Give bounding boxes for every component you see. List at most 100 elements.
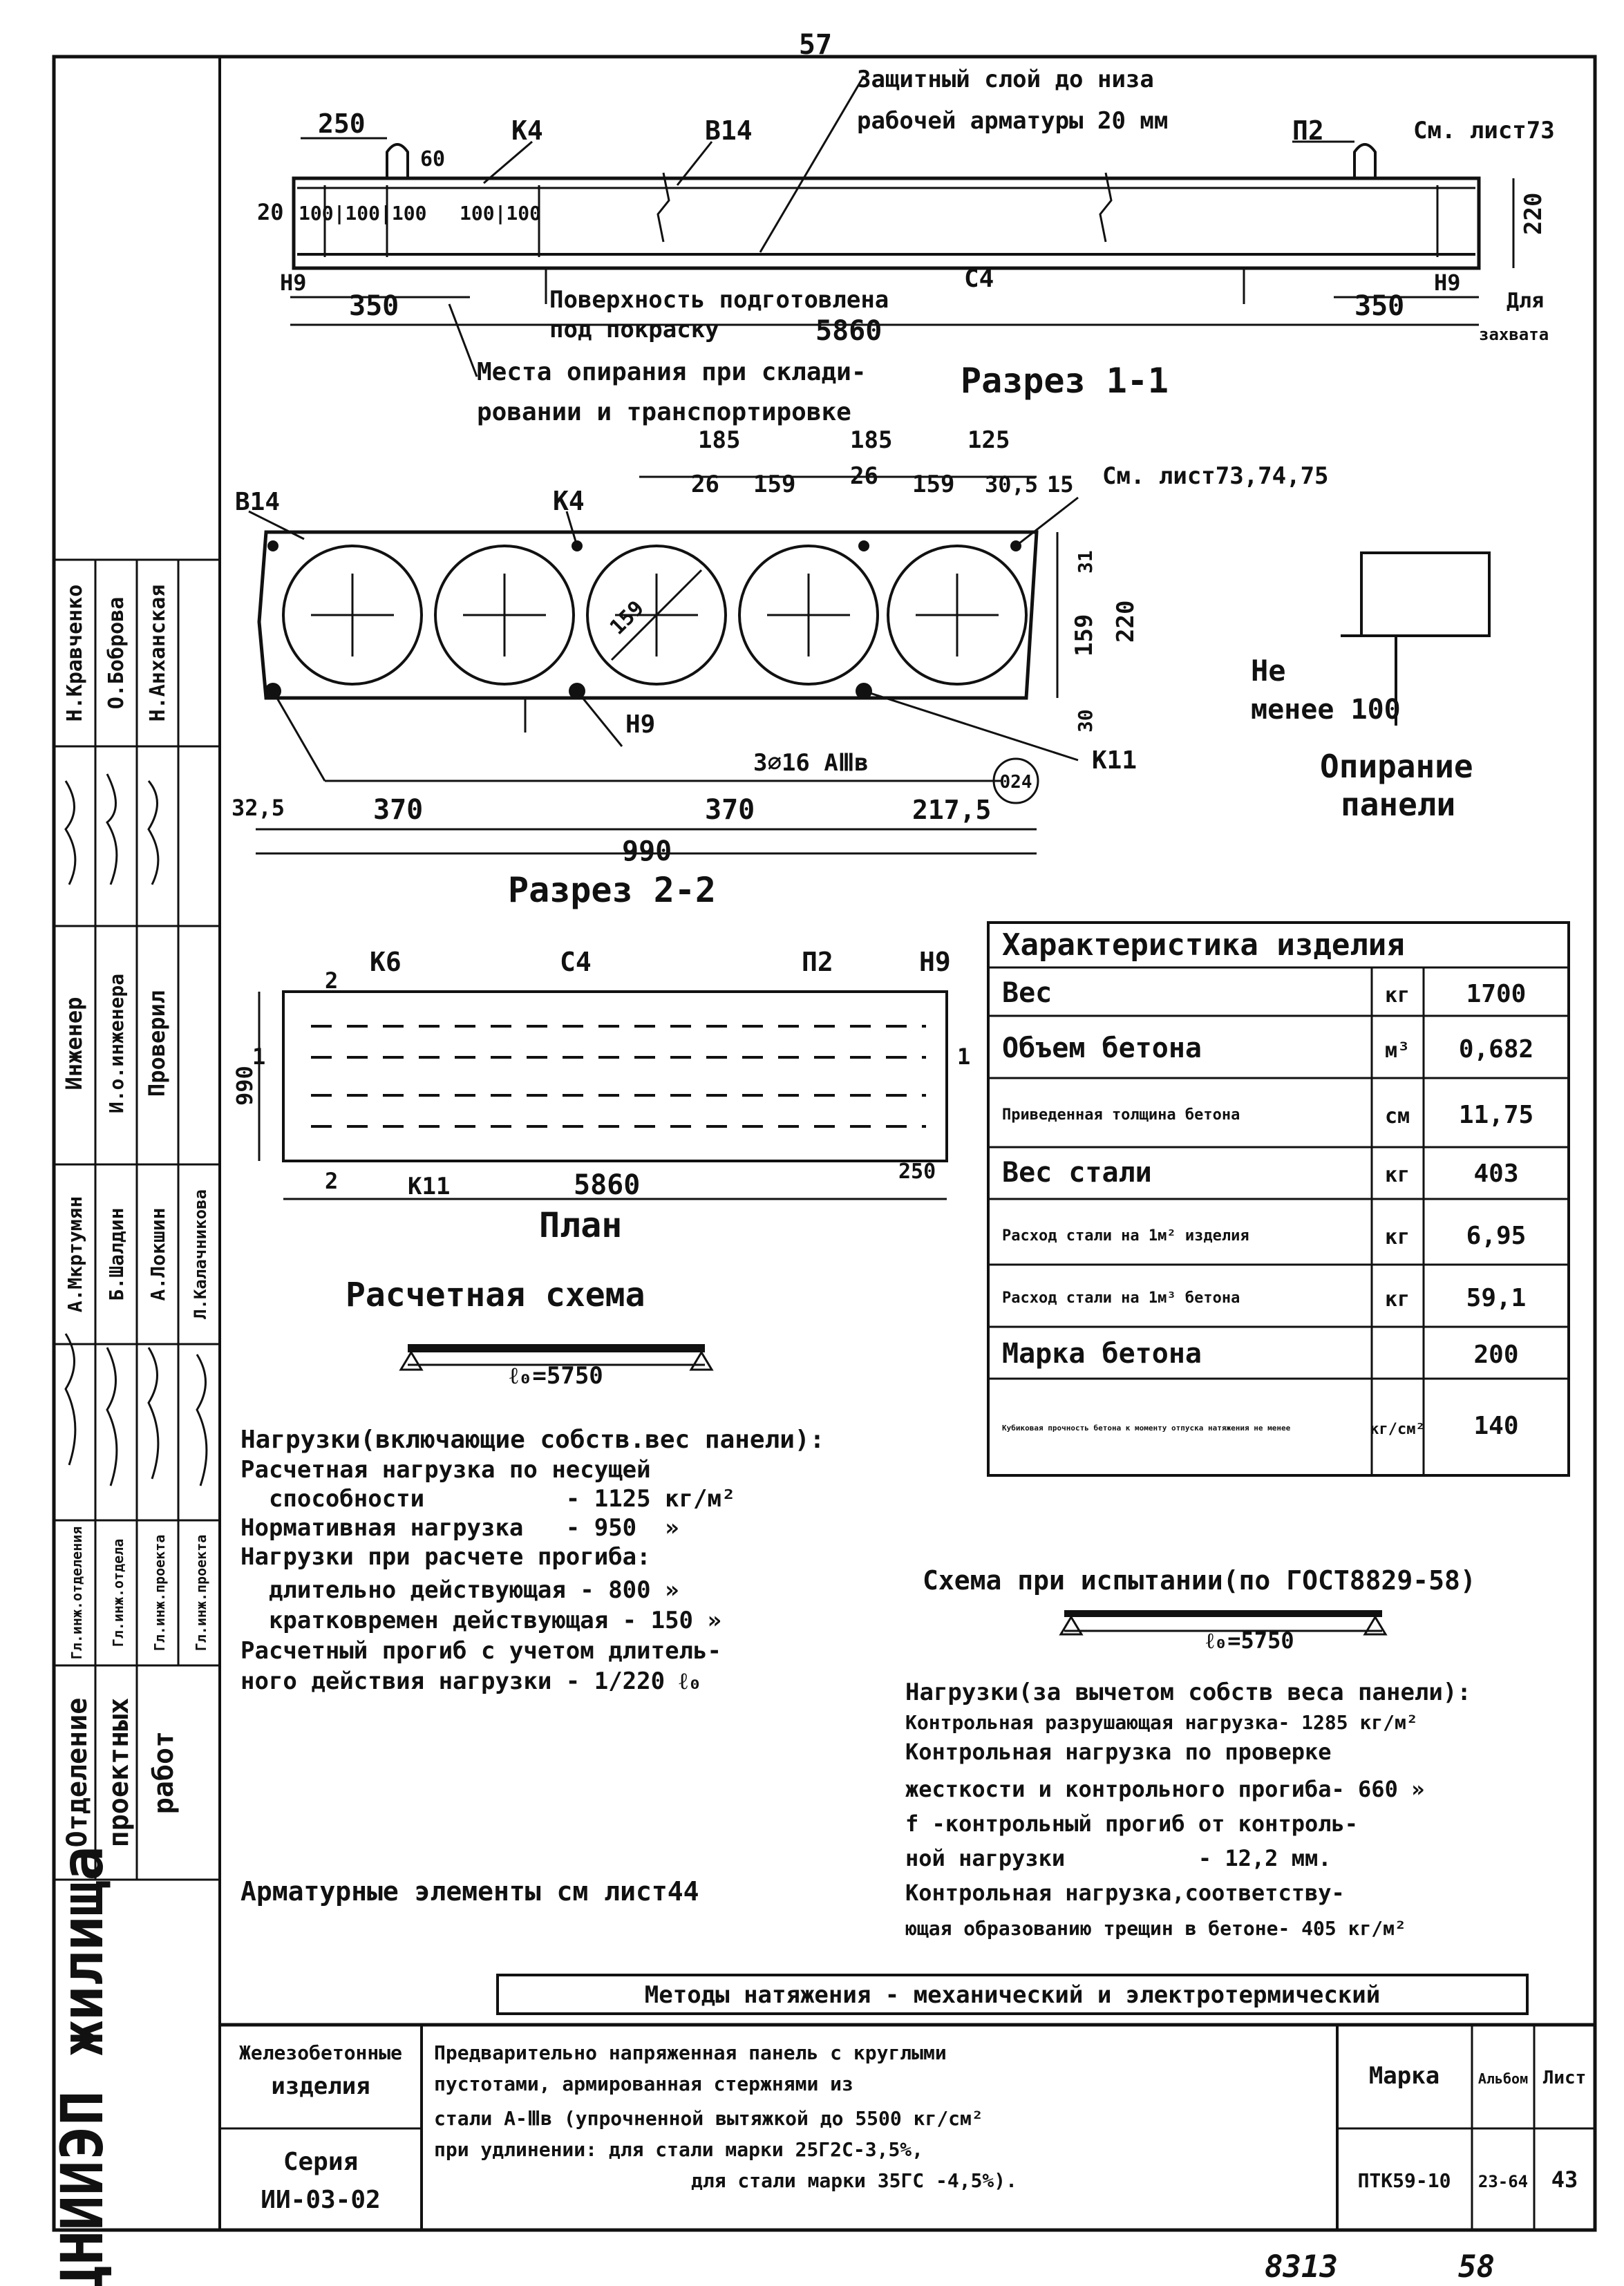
- section-1-title: Разрез 1-1: [961, 361, 1169, 401]
- name1-0: А.Мкртумян: [64, 1196, 86, 1313]
- signatures: [64, 773, 208, 1486]
- plan-n9: Н9: [919, 947, 951, 977]
- label-p2: П2: [1292, 115, 1324, 146]
- role-0: Гл.инж.отделения: [68, 1527, 85, 1660]
- char-row-4-unit: кг: [1385, 1225, 1410, 1249]
- dim-250: 250: [318, 108, 366, 139]
- char-row-7-name: Кубиковая прочность бетона к моменту отп…: [1002, 1424, 1291, 1433]
- footer-right: 58: [1458, 2249, 1495, 2285]
- char-row-5-unit: кг: [1385, 1287, 1410, 1312]
- val-mark: ПТК59-10: [1358, 2169, 1451, 2192]
- calc-line-6: Расчетный прогиб с учетом длитель-: [240, 1637, 721, 1665]
- dim-159a: 159: [753, 471, 795, 498]
- plan-outline: [282, 990, 948, 1162]
- calc-scheme: Расчетная схема ℓ₀=5750 Нагрузки(включаю…: [240, 1276, 824, 1907]
- test-line-6: ющая образованию трещин в бетоне- 405 кг…: [905, 1917, 1406, 1940]
- dim-217-5: 217,5: [912, 795, 991, 825]
- label-n9-right: Н9: [1434, 270, 1461, 296]
- test-line-4: ной нагрузки - 12,2 мм.: [905, 1845, 1332, 1871]
- dim-370b: 370: [705, 794, 755, 826]
- break-mark: [657, 172, 670, 243]
- desc-line-3: при удлинении: для стали марки 25Г2С-3,5…: [434, 2138, 923, 2161]
- calc-line-5: кратковремен действующая - 150 »: [240, 1607, 721, 1634]
- test-line-3: f -контрольный прогиб от контроль-: [905, 1811, 1358, 1837]
- char-row-5-value: 59,1: [1466, 1284, 1527, 1312]
- desc-line-0: Предварительно напряженная панель с круг…: [434, 2041, 947, 2064]
- char-row-4-name: Расход стали на 1м² изделия: [1002, 1227, 1249, 1245]
- char-row-5-name: Расход стали на 1м³ бетона: [1002, 1290, 1240, 1307]
- section-2-2: В14 К4 185 185 125 26 159 26 159 30,5 15…: [232, 426, 1329, 910]
- label-v14-2: В14: [235, 488, 280, 516]
- armature-note: Арматурные элементы см лист44: [240, 1876, 699, 1907]
- void-5: [887, 545, 1028, 686]
- char-row-3-value: 403: [1473, 1160, 1518, 1188]
- dim-220: 220: [1520, 193, 1547, 235]
- dim-370a: 370: [373, 794, 423, 826]
- characteristics-table: Характеристика изделия Вес кг 1700 Объем…: [987, 921, 1570, 1477]
- dim-185a: 185: [698, 426, 740, 454]
- char-row-6-name: Марка бетона: [1002, 1338, 1202, 1370]
- plan-mark-2b: 2: [325, 1168, 338, 1194]
- footer-left: 8313: [1265, 2249, 1338, 2285]
- char-row-0-unit: кг: [1385, 983, 1410, 1008]
- methods-text: Методы натяжения - механический и электр…: [645, 1981, 1380, 2009]
- surface-note-1: Поверхность подготовлена: [549, 286, 889, 314]
- label-v14: В14: [705, 115, 753, 146]
- rebar-note: 3∅16 АⅢв: [753, 749, 869, 777]
- support-title-1: Опирание: [1320, 748, 1473, 785]
- surface-note-2: под покраску: [549, 316, 719, 343]
- test-loads-title: Нагрузки(за вычетом собств веса панели):: [905, 1679, 1471, 1706]
- left-stamp-strip: ЦНИИЭП жилища Отделение проектных работ …: [48, 558, 220, 2286]
- test-line-2: жесткости и контрольного прогиба- 660 »: [905, 1776, 1424, 1802]
- test-beam: [1064, 1610, 1382, 1617]
- val-sheet: 43: [1551, 2166, 1578, 2193]
- leader-v14: [676, 141, 713, 186]
- label-k4: К4: [511, 115, 543, 146]
- char-row-1-value: 0,682: [1459, 1035, 1533, 1064]
- plan-dim-5860-label: 5860: [574, 1169, 640, 1201]
- series-label: Серия: [283, 2148, 358, 2176]
- support-note-2: ровании и транспортировке: [477, 398, 851, 426]
- char-row-3-unit: кг: [1385, 1163, 1410, 1187]
- dim-159c: 159: [1070, 614, 1098, 656]
- char-row-0-value: 1700: [1466, 980, 1527, 1008]
- rebar-dots: [265, 540, 1021, 699]
- test-scheme: Схема при испытании(по ГОСТ8829-58) ℓ₀=5…: [905, 1565, 1476, 1940]
- desc-line-4: для стали марки 35ГС -4,5%).: [691, 2169, 1017, 2192]
- role-1: Гл.инж.отдела: [110, 1539, 126, 1647]
- org-name: ЦНИИЭП жилища: [48, 1846, 116, 2286]
- char-row-3-name: Вес стали: [1002, 1157, 1152, 1189]
- plan-p2: П2: [802, 947, 833, 977]
- dim-15: 15: [1047, 471, 1074, 498]
- label-c4: С4: [964, 265, 994, 293]
- dim-32-5: 32,5: [232, 795, 285, 821]
- dim-30-5: 30,5: [985, 471, 1038, 498]
- desc-line-1: пустотами, армированная стержнями из: [434, 2072, 853, 2095]
- dim-100a: 100|100|100: [299, 202, 426, 225]
- plan-k11: К11: [408, 1173, 450, 1200]
- sheet-border: [52, 55, 1597, 2232]
- test-span: ℓ₀=5750: [1206, 1627, 1294, 1654]
- grip-2: захвата: [1479, 325, 1549, 344]
- label-n9-left: Н9: [280, 270, 307, 296]
- char-row-2-name: Приведенная толщина бетона: [1002, 1106, 1240, 1124]
- name1-2: А.Локшин: [147, 1208, 169, 1301]
- category-2: изделия: [271, 2072, 370, 2100]
- test-title: Схема при испытании(по ГОСТ8829-58): [923, 1565, 1476, 1596]
- char-row-6-value: 200: [1473, 1341, 1518, 1369]
- section-2-title: Разрез 2-2: [508, 870, 716, 910]
- name2-1: О.Боброва: [104, 597, 129, 710]
- hdr-album: Альбом: [1478, 2070, 1528, 2087]
- calc-line-3: Нагрузки при расчете прогиба:: [240, 1543, 651, 1571]
- lifting-loop-left: [386, 143, 409, 178]
- plan-mark-1a: 1: [252, 1043, 265, 1070]
- calc-support-left: [399, 1350, 424, 1371]
- support-label-2: менее 100: [1251, 694, 1401, 726]
- test-line-1: Контрольная нагрузка по проверке: [905, 1739, 1332, 1765]
- void-crosses: [311, 569, 999, 661]
- char-row-2-value: 11,75: [1459, 1101, 1533, 1129]
- support-label-1: Не: [1251, 654, 1286, 688]
- dim-26a: 26: [691, 471, 719, 498]
- char-row-2-unit: см: [1385, 1104, 1410, 1128]
- leaders-2-2: [248, 475, 1079, 855]
